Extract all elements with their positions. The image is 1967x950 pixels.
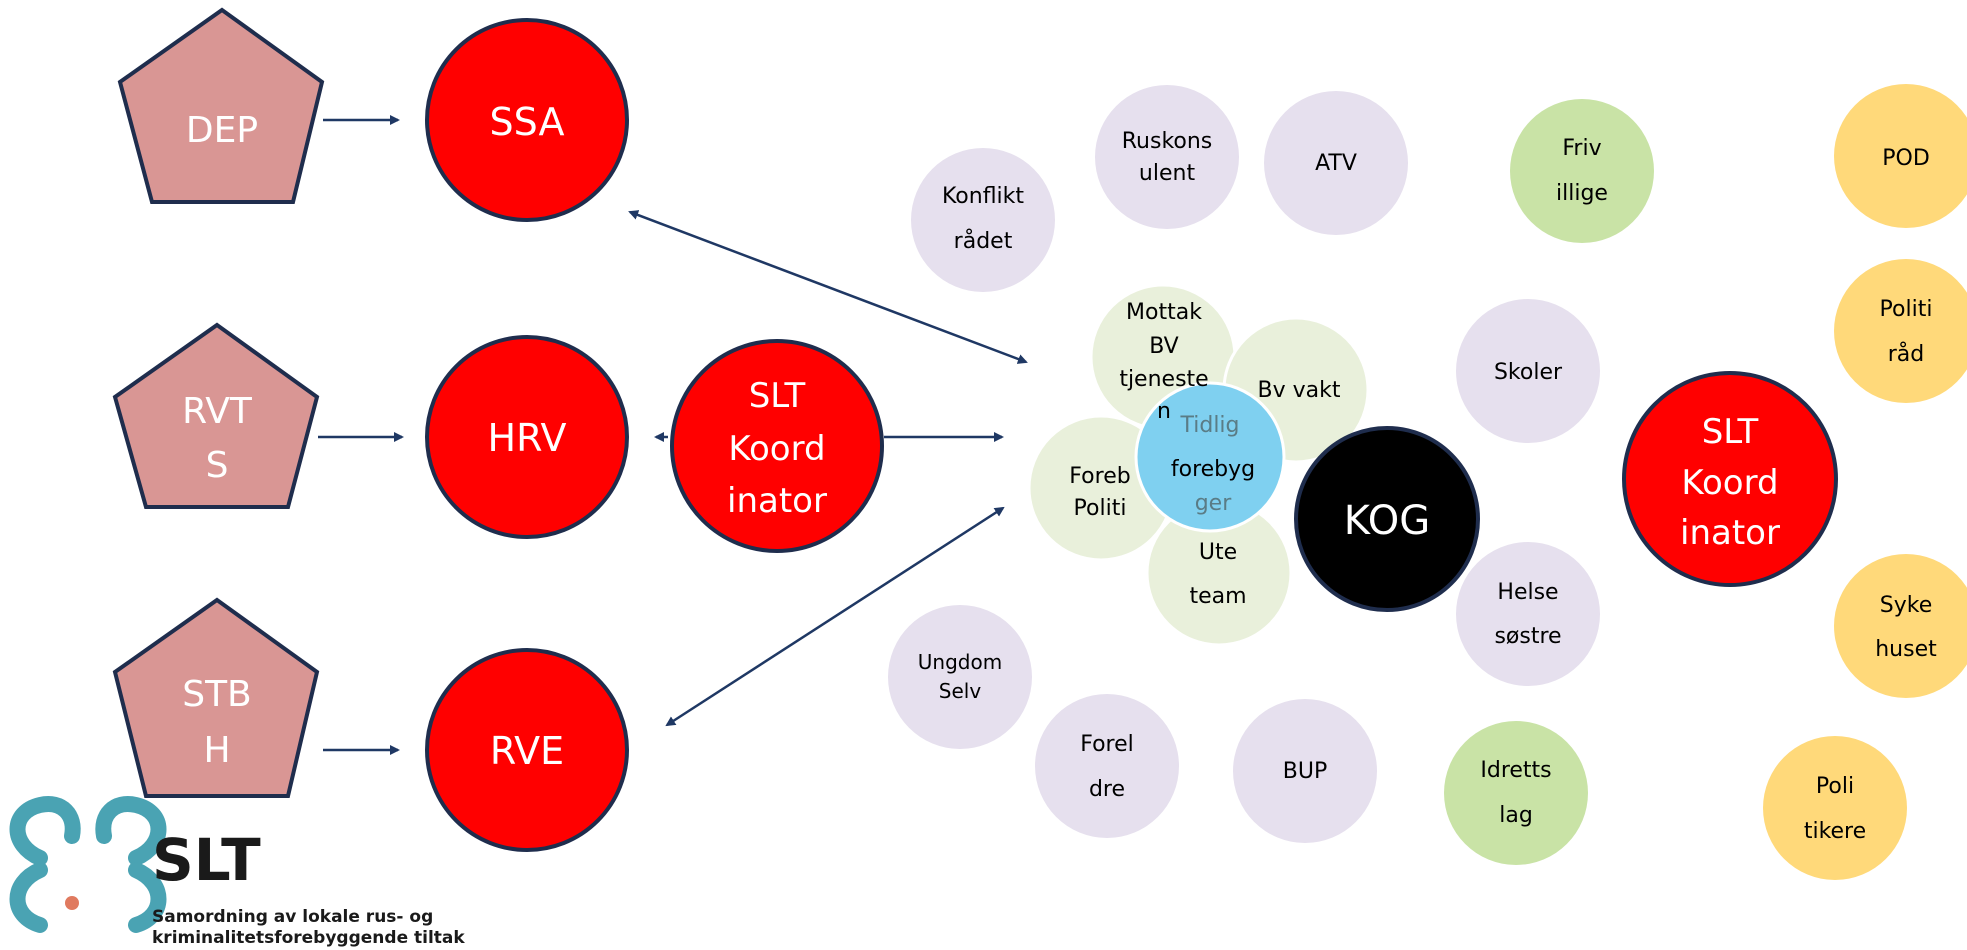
slt-left-label-1: SLT xyxy=(749,376,806,416)
ute-label-2: team xyxy=(1189,584,1246,609)
slt-right-label-3: inator xyxy=(1680,513,1780,553)
tidlig-label-3: ger xyxy=(1195,491,1233,516)
ruskons-node: Ruskons ulent xyxy=(1095,85,1239,229)
politirad-node: Politi råd xyxy=(1834,259,1967,403)
frivillige-node: Friv illige xyxy=(1510,99,1654,243)
dep-node: DEP xyxy=(117,7,325,204)
politirad-label-1: Politi xyxy=(1880,297,1933,322)
slt-right-node: SLT Koord inator xyxy=(1622,371,1838,587)
sykehuset-label-2: huset xyxy=(1875,637,1937,662)
ruskons-label-2: ulent xyxy=(1139,161,1196,186)
politirad-label-2: råd xyxy=(1888,341,1925,367)
atv-node: ATV xyxy=(1264,91,1408,235)
ssa-label: SSA xyxy=(490,100,565,144)
konflikt-label-2: rådet xyxy=(954,228,1013,254)
politikere-label-1: Poli xyxy=(1816,774,1854,799)
bup-label: BUP xyxy=(1283,759,1327,784)
helse-label-1: Helse xyxy=(1497,580,1558,605)
tidlig-label-1: Tidlig xyxy=(1179,413,1239,438)
forebpoliti-label-2: Politi xyxy=(1074,496,1127,521)
ungdom-label-2: Selv xyxy=(939,679,982,703)
hrv-node: HRV xyxy=(425,335,629,539)
mottak-label-3: tjeneste xyxy=(1119,367,1208,392)
slt-left-label-2: Koord xyxy=(728,429,825,469)
ungdom-label-1: Ungdom xyxy=(918,650,1002,674)
slt-left-node: SLT Koord inator xyxy=(670,339,884,553)
rvts-label-1: RVT xyxy=(182,391,253,432)
ute-label-1: Ute xyxy=(1199,540,1237,565)
ssa-node: SSA xyxy=(425,18,629,222)
rve-label: RVE xyxy=(490,729,564,773)
foreldre-node: Forel dre xyxy=(1035,694,1179,838)
sykehuset-node: Syke huset xyxy=(1834,554,1967,698)
pod-node: POD xyxy=(1834,84,1967,228)
pod-label: POD xyxy=(1882,146,1930,171)
sykehuset-label-1: Syke xyxy=(1880,593,1932,618)
bup-node: BUP xyxy=(1233,699,1377,843)
tidlig-circle xyxy=(1134,381,1286,533)
slt-logo-icon xyxy=(9,796,167,933)
mottak-label-4: n xyxy=(1157,399,1171,424)
konflikt-node: Konflikt rådet xyxy=(911,148,1055,292)
mottak-label-1: Mottak xyxy=(1126,300,1202,325)
kog-label: KOG xyxy=(1344,498,1431,544)
skoler-node: Skoler xyxy=(1456,299,1600,443)
ruskons-label-1: Ruskons xyxy=(1122,129,1213,154)
ungdom-node: Ungdom Selv xyxy=(888,605,1032,749)
frivillige-label-2: illige xyxy=(1556,181,1608,206)
slt-logo-tagline-1: Samordning av lokale rus- og xyxy=(152,907,433,927)
foreldre-label-2: dre xyxy=(1089,777,1125,802)
idrettslag-label-2: lag xyxy=(1499,803,1533,828)
dep-label: DEP xyxy=(186,110,258,151)
slt-logo-name: SLT xyxy=(152,826,261,894)
stbh-label-2: H xyxy=(203,730,230,771)
arrow-rve-network xyxy=(665,506,1005,727)
slt-left-label-3: inator xyxy=(727,481,827,521)
central-cluster: Tidlig forebyg ger Mottak BV tjeneste n … xyxy=(1027,283,1370,647)
idrettslag-label-1: Idretts xyxy=(1480,758,1551,783)
slt-logo-dot xyxy=(65,896,79,910)
konflikt-label-1: Konflikt xyxy=(942,184,1024,209)
skoler-label: Skoler xyxy=(1494,360,1563,385)
stbh-node: STB H xyxy=(112,597,320,798)
hrv-label: HRV xyxy=(488,416,567,460)
politikere-node: Poli tikere xyxy=(1763,736,1907,880)
bvvakt-label: Bv vakt xyxy=(1258,378,1341,403)
slt-logo: SLT Samordning av lokale rus- og krimina… xyxy=(9,796,465,948)
stbh-label-1: STB xyxy=(182,674,252,715)
rvts-label-2: S xyxy=(206,445,229,486)
kog-node: KOG xyxy=(1294,426,1480,612)
helse-node: Helse søstre xyxy=(1456,542,1600,686)
rvts-node: RVT S xyxy=(112,322,320,509)
idrettslag-node: Idretts lag xyxy=(1444,721,1588,865)
helse-label-2: søstre xyxy=(1494,624,1561,649)
foreldre-label-1: Forel xyxy=(1080,732,1134,757)
slt-logo-tagline-2: kriminalitetsforebyggende tiltak xyxy=(152,928,465,948)
tidlig-label-2: forebyg xyxy=(1171,457,1255,482)
slt-right-label-1: SLT xyxy=(1702,412,1759,452)
forebpoliti-label-1: Foreb xyxy=(1069,464,1130,489)
frivillige-label-1: Friv xyxy=(1562,136,1601,161)
mottak-label-2: BV xyxy=(1149,334,1178,359)
atv-label: ATV xyxy=(1315,151,1357,176)
slt-right-label-2: Koord xyxy=(1681,463,1778,503)
rve-node: RVE xyxy=(425,648,629,852)
politikere-label-2: tikere xyxy=(1804,819,1866,844)
arrow-ssa-network xyxy=(628,210,1028,364)
